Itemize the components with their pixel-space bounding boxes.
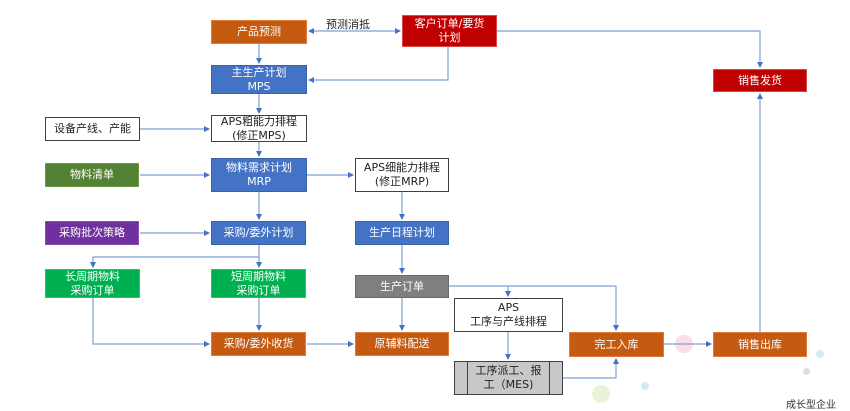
node-purchase-receipt[interactable]: 采购/委外收货 (211, 332, 306, 356)
node-batch-strategy[interactable]: 采购批次策略 (45, 221, 139, 245)
node-purchase-plan[interactable]: 采购/委外计划 (211, 221, 306, 245)
decorative-dot (592, 385, 610, 403)
node-mps[interactable]: 主生产计划 MPS (211, 65, 307, 94)
node-short-cycle-po[interactable]: 短周期物料 采购订单 (211, 269, 306, 298)
edge-order-completion (449, 285, 619, 331)
node-equipment[interactable]: 设备产线、产能 (45, 117, 140, 141)
node-material-delivery[interactable]: 原辅料配送 (355, 332, 449, 356)
edge-order-mps (308, 47, 449, 83)
decorative-dot (816, 350, 824, 358)
node-aps-fine[interactable]: APS细能力排程 (修正MRP) (355, 158, 449, 192)
node-production-order[interactable]: 生产订单 (355, 275, 449, 298)
node-completion-storage[interactable]: 完工入库 (569, 332, 664, 357)
decorative-dot (641, 382, 649, 390)
node-aps-rough[interactable]: APS粗能力排程 (修正MPS) (211, 115, 307, 142)
node-mrp[interactable]: 物料需求计划 MRP (211, 158, 307, 192)
node-product-forecast[interactable]: 产品预测 (211, 20, 307, 44)
edge-purchase-split (90, 245, 260, 268)
edge-mes-completion (563, 358, 619, 379)
node-sales-delivery[interactable]: 销售发货 (713, 69, 807, 92)
edge-label-forecast-offset: 预测消抵 (326, 18, 370, 31)
node-customer-order[interactable]: 客户订单/要货 计划 (402, 15, 497, 47)
node-long-cycle-po[interactable]: 长周期物料 采购订单 (45, 269, 140, 298)
node-production-schedule[interactable]: 生产日程计划 (355, 221, 449, 245)
decorative-dot (803, 368, 810, 375)
edge-long-receipt (92, 298, 210, 347)
node-sales-out[interactable]: 销售出库 (713, 332, 807, 357)
edge-order-delivery (497, 30, 763, 68)
node-material-list[interactable]: 物料清单 (45, 163, 139, 187)
node-mes[interactable]: 工序派工、报 工（MES) (454, 361, 563, 395)
node-aps-process[interactable]: APS 工序与产线排程 (454, 298, 563, 332)
watermark: 成长型企业 (786, 400, 836, 411)
